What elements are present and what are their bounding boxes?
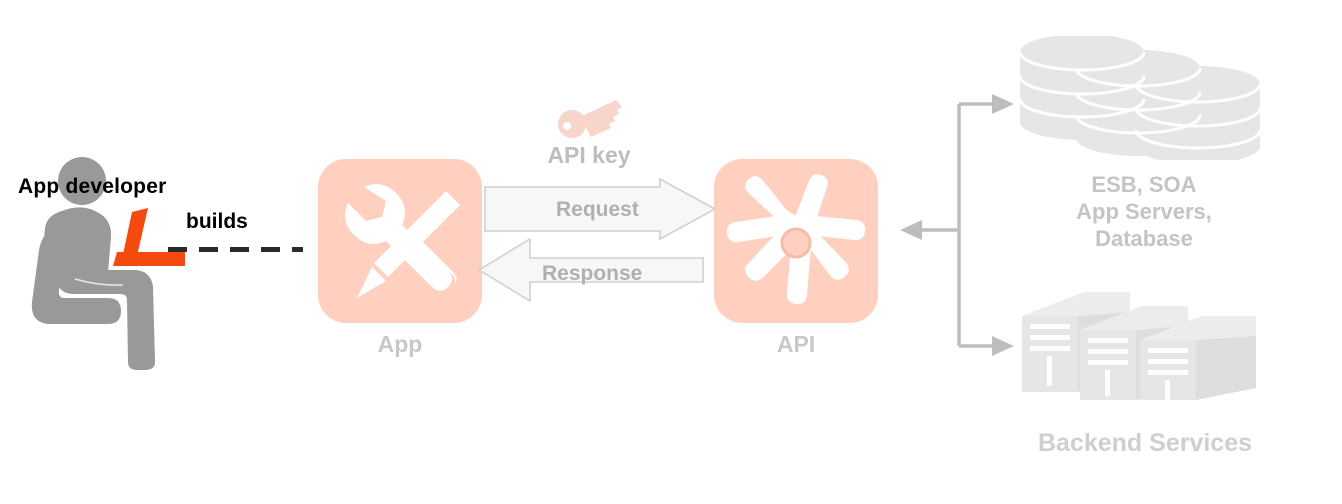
api-burst-hub-icon	[726, 174, 866, 305]
database-stack-icon	[1018, 36, 1262, 160]
backend-systems-line-2: App Servers,	[1076, 199, 1212, 224]
wrench-and-pencil-icon	[345, 184, 460, 298]
arrow-head-to-backend	[992, 336, 1014, 356]
server-racks-icon	[1022, 292, 1256, 400]
request-arrow	[484, 178, 716, 240]
api-key-label: API key	[547, 142, 631, 168]
api-tile[interactable]	[714, 159, 878, 323]
backend-connector-lines	[900, 94, 1014, 356]
app-developer-icon	[31, 157, 185, 370]
backend-systems-line-1: ESB, SOA	[1091, 172, 1197, 197]
response-label: Response	[542, 262, 643, 285]
builds-dashed-line	[168, 247, 303, 252]
key-icon	[558, 100, 622, 138]
laptop-icon	[113, 208, 185, 266]
request-label: Request	[556, 198, 639, 221]
backend-services-label: Backend Services	[1037, 429, 1253, 457]
builds-label: builds	[186, 210, 248, 233]
response-arrow	[478, 238, 704, 302]
arrow-head-to-systems	[992, 94, 1014, 114]
app-tile[interactable]	[318, 159, 482, 323]
backend-systems-label: ESB, SOA App Servers, Database	[1028, 171, 1260, 252]
api-label: API	[776, 331, 816, 357]
app-label: App	[377, 331, 423, 357]
arrow-head-to-api	[900, 220, 922, 240]
app-developer-label: App developer	[18, 175, 167, 198]
backend-systems-line-3: Database	[1095, 226, 1193, 251]
